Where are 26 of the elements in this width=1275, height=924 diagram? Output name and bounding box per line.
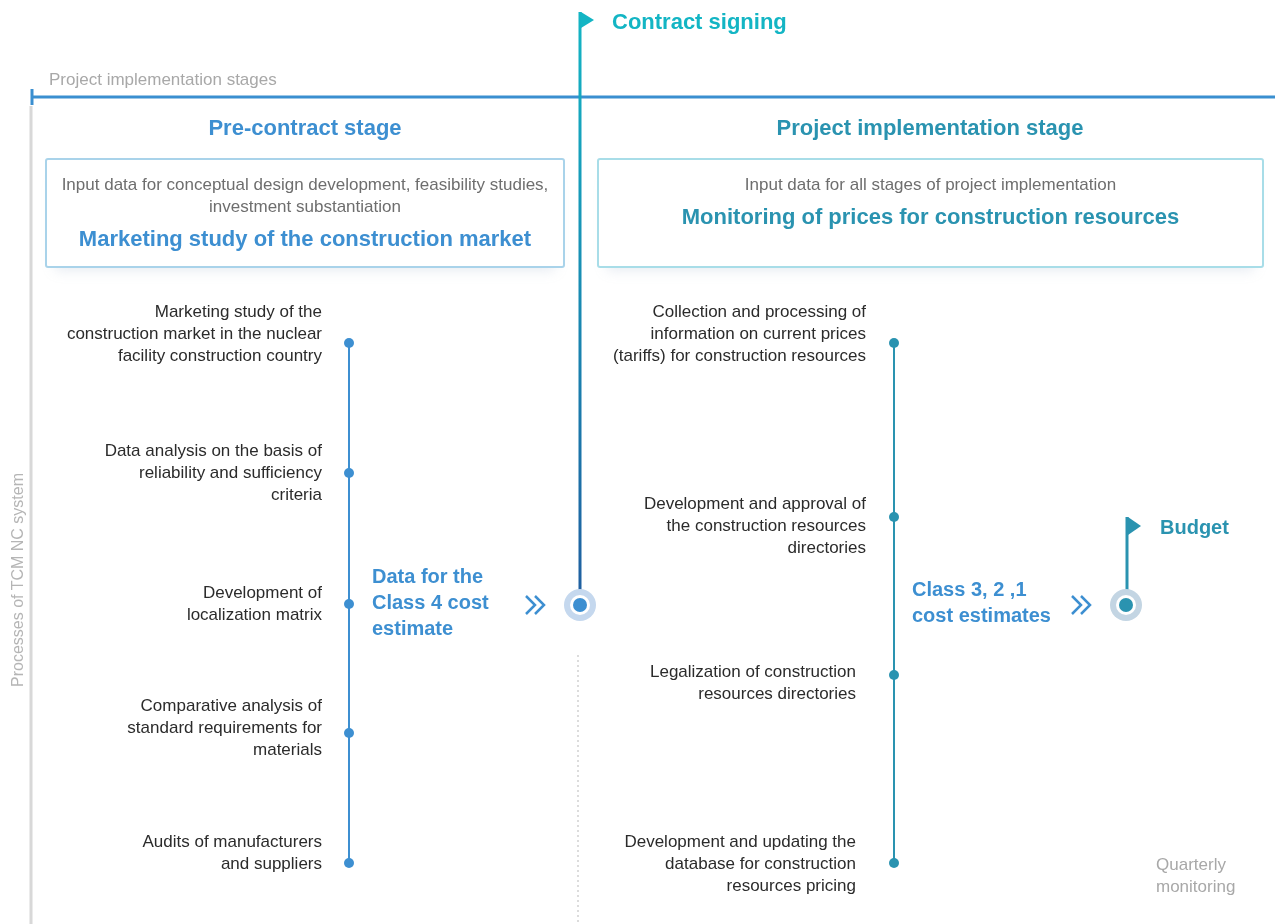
process-step: Legalization of construction resources directories xyxy=(636,661,856,705)
process-step: Comparative analysis of standard requirements for materials xyxy=(82,695,322,761)
column-heading: Project implementation stage xyxy=(775,114,1085,142)
axis-title: Processes of TCM NC system xyxy=(8,472,27,689)
process-step: Audits of manufacturers and suppliers xyxy=(142,831,322,875)
process-step: Data analysis on the basis of reliability and sufficiency criteria xyxy=(92,440,322,506)
milestone-label: Budget xyxy=(1160,515,1230,540)
process-step: Collection and processing of information on current prices (tariffs) for construction resources xyxy=(606,301,866,367)
box-description: Input data for conceptual design development, feasibility studies, investment substantiation xyxy=(60,174,550,218)
info-box xyxy=(45,158,565,268)
box-title: Marketing study of the construction market xyxy=(77,225,533,253)
box-description: Input data for all stages of project implementation xyxy=(743,174,1118,196)
milestone-circle xyxy=(564,589,596,621)
process-step: Marketing study of the construction market in the nuclear facility construction country xyxy=(62,301,322,367)
axis-title: Project implementation stages xyxy=(49,69,278,91)
process-step: Development and updating the database for construction resources pricing xyxy=(586,831,856,897)
milestone-circle xyxy=(1110,589,1142,621)
column-heading: Pre-contract stage xyxy=(207,114,403,142)
process-step: Development and approval of the construction resources directories xyxy=(626,493,866,559)
info-box xyxy=(597,158,1264,268)
milestone-label: Contract signing xyxy=(612,8,788,36)
output-label: Class 3, 2 ,1 cost estimates xyxy=(912,576,1064,630)
box-title: Monitoring of prices for construction resources xyxy=(680,203,1181,231)
process-step: Development of localization matrix xyxy=(122,582,322,626)
output-label: Data for the Class 4 cost estimate xyxy=(372,563,504,643)
note: Quarterly monitoring xyxy=(1156,854,1237,898)
